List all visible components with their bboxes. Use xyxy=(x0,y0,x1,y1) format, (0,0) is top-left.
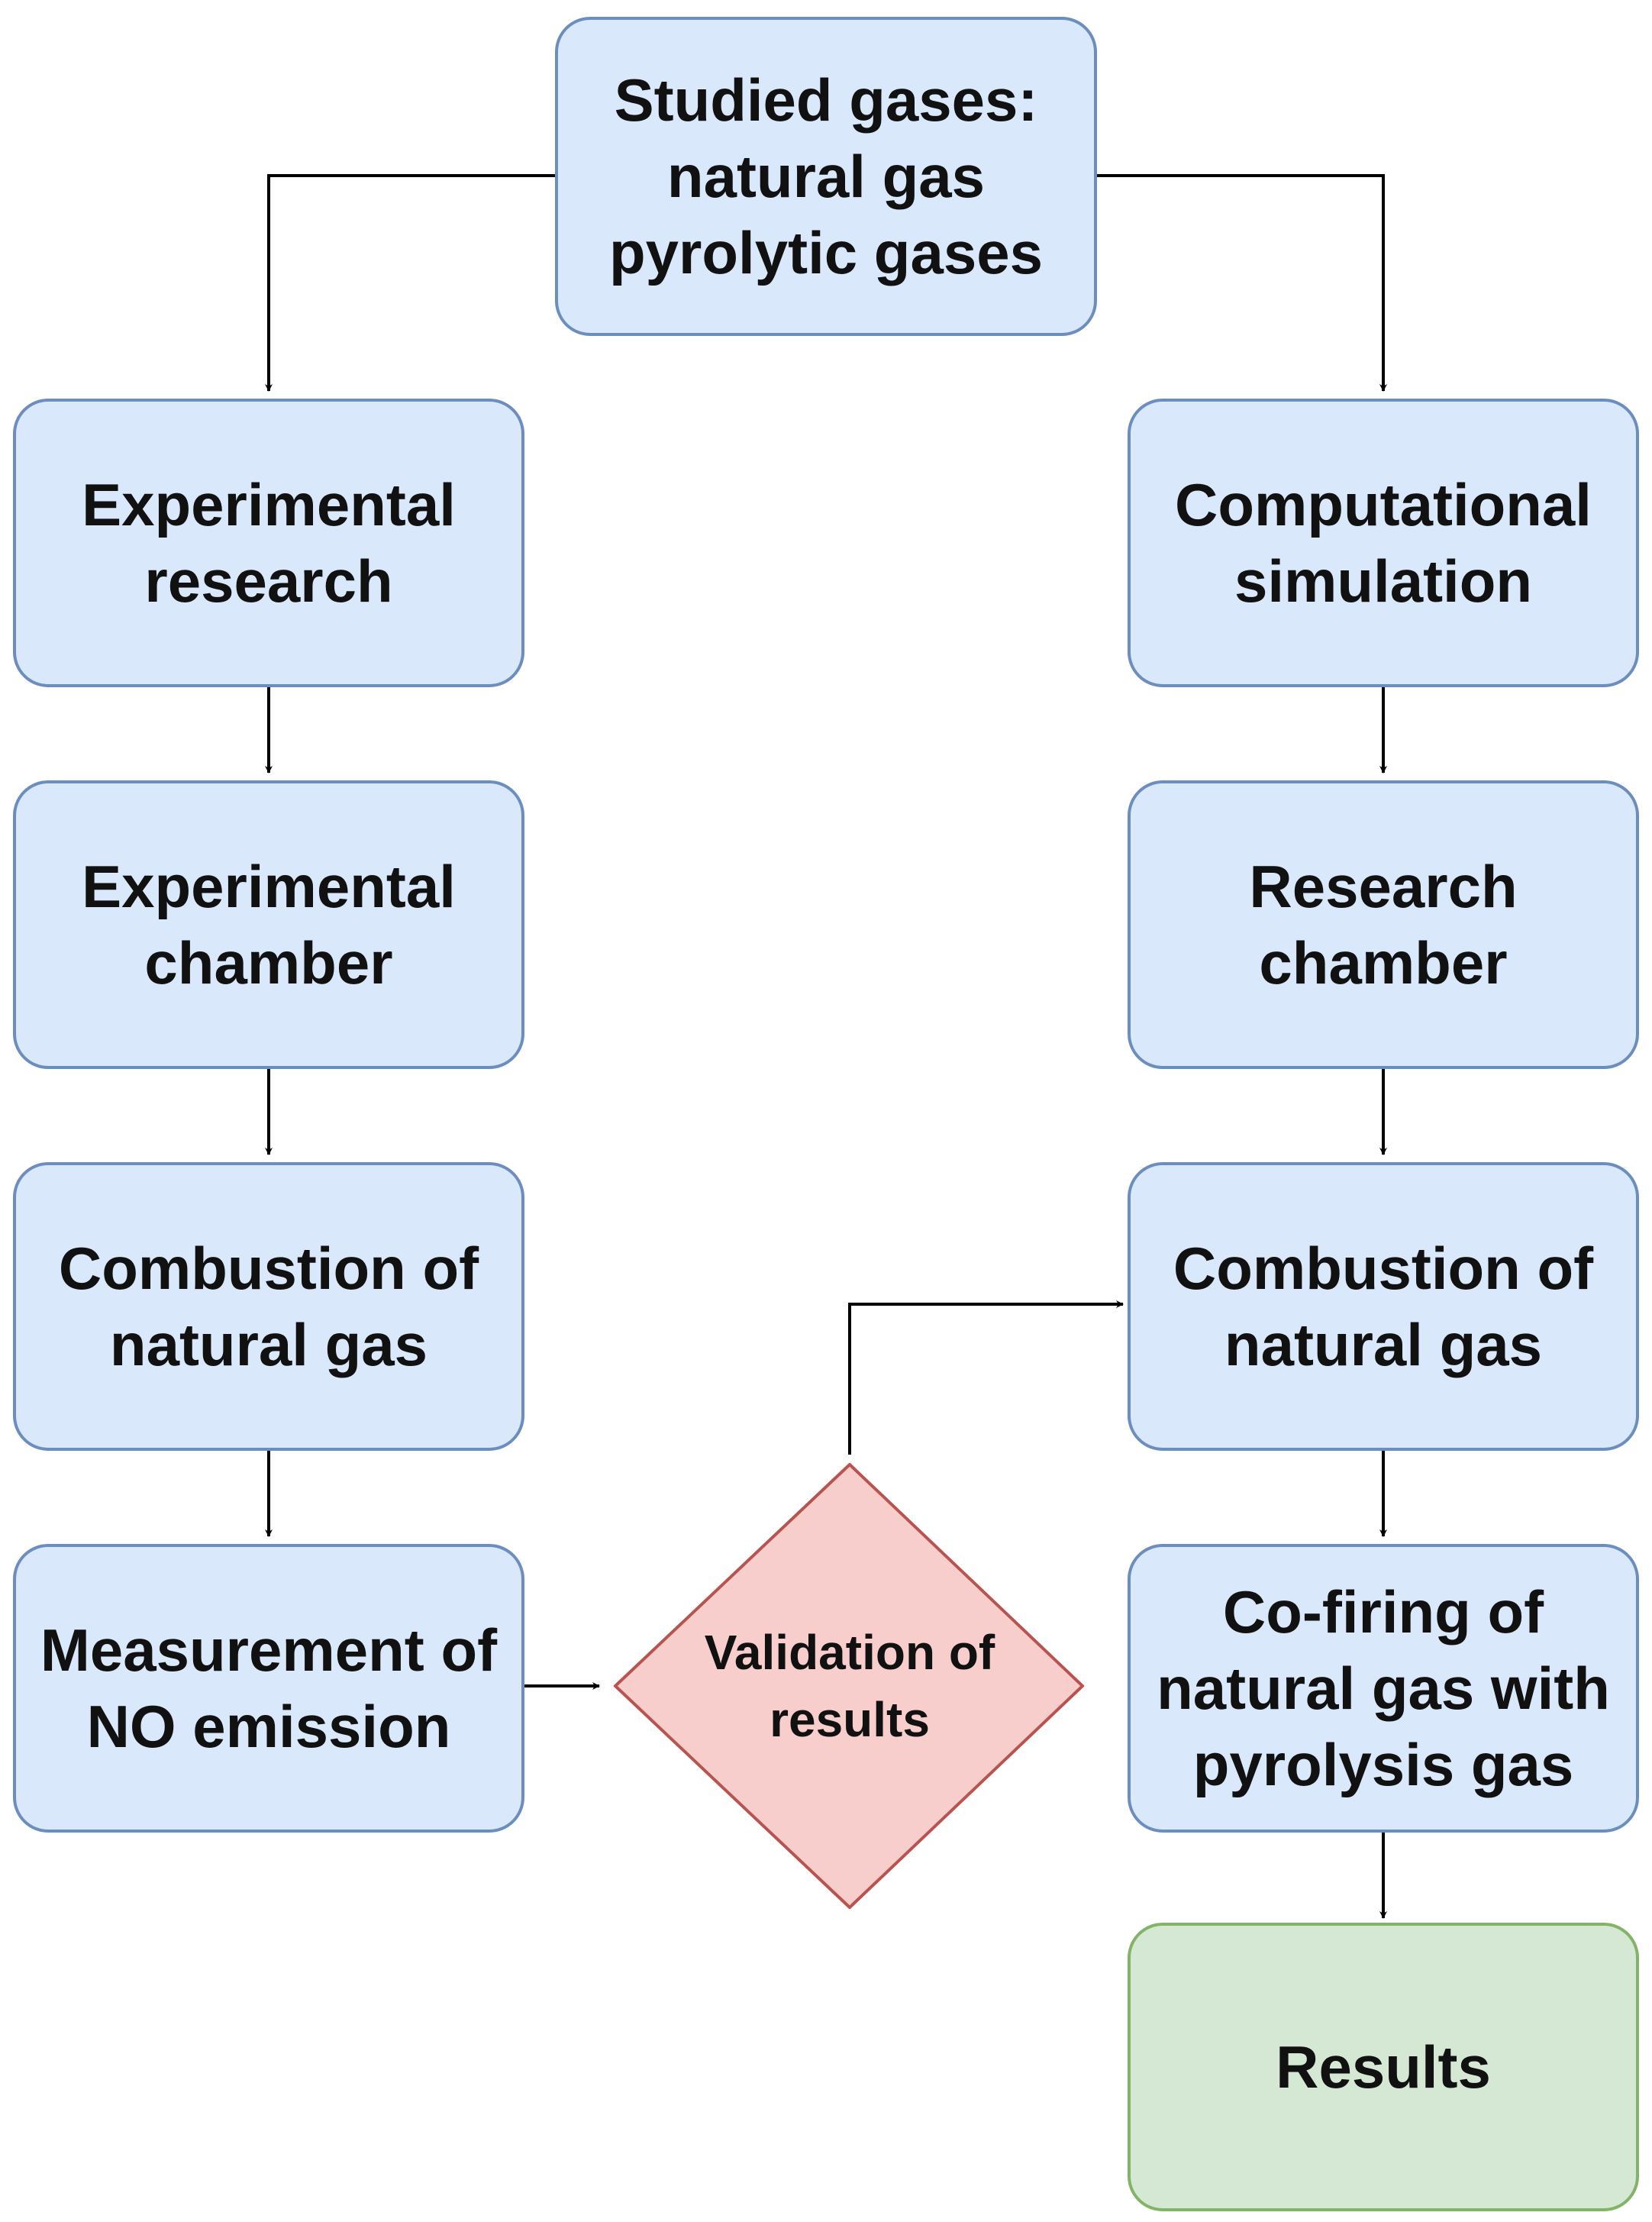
node-computational-simulation: Computational simulation xyxy=(1128,399,1639,687)
node-experimental-research: Experimental research xyxy=(13,399,524,687)
validation-diamond xyxy=(614,1463,1084,1909)
arrow-studied-to-computational xyxy=(1097,174,1387,392)
node-results: Results xyxy=(1128,1923,1639,2211)
node-combustion-natural-gas-right: Combustion of natural gas xyxy=(1128,1162,1639,1451)
arrow-validation-to-combustion-right xyxy=(848,1300,1124,1455)
arrow-studied-to-experimental xyxy=(265,174,555,392)
node-studied-gases: Studied gases: natural gas pyrolytic gas… xyxy=(555,17,1097,336)
node-measurement-no-emission: Measurement of NO emission xyxy=(13,1544,524,1833)
validation-label: Validation of results xyxy=(704,1625,995,1747)
node-combustion-natural-gas-left: Combustion of natural gas xyxy=(13,1162,524,1451)
node-experimental-chamber: Experimental chamber xyxy=(13,780,524,1069)
node-cofiring: Co-firing of natural gas with pyrolysis … xyxy=(1128,1544,1639,1833)
node-research-chamber: Research chamber xyxy=(1128,780,1639,1069)
